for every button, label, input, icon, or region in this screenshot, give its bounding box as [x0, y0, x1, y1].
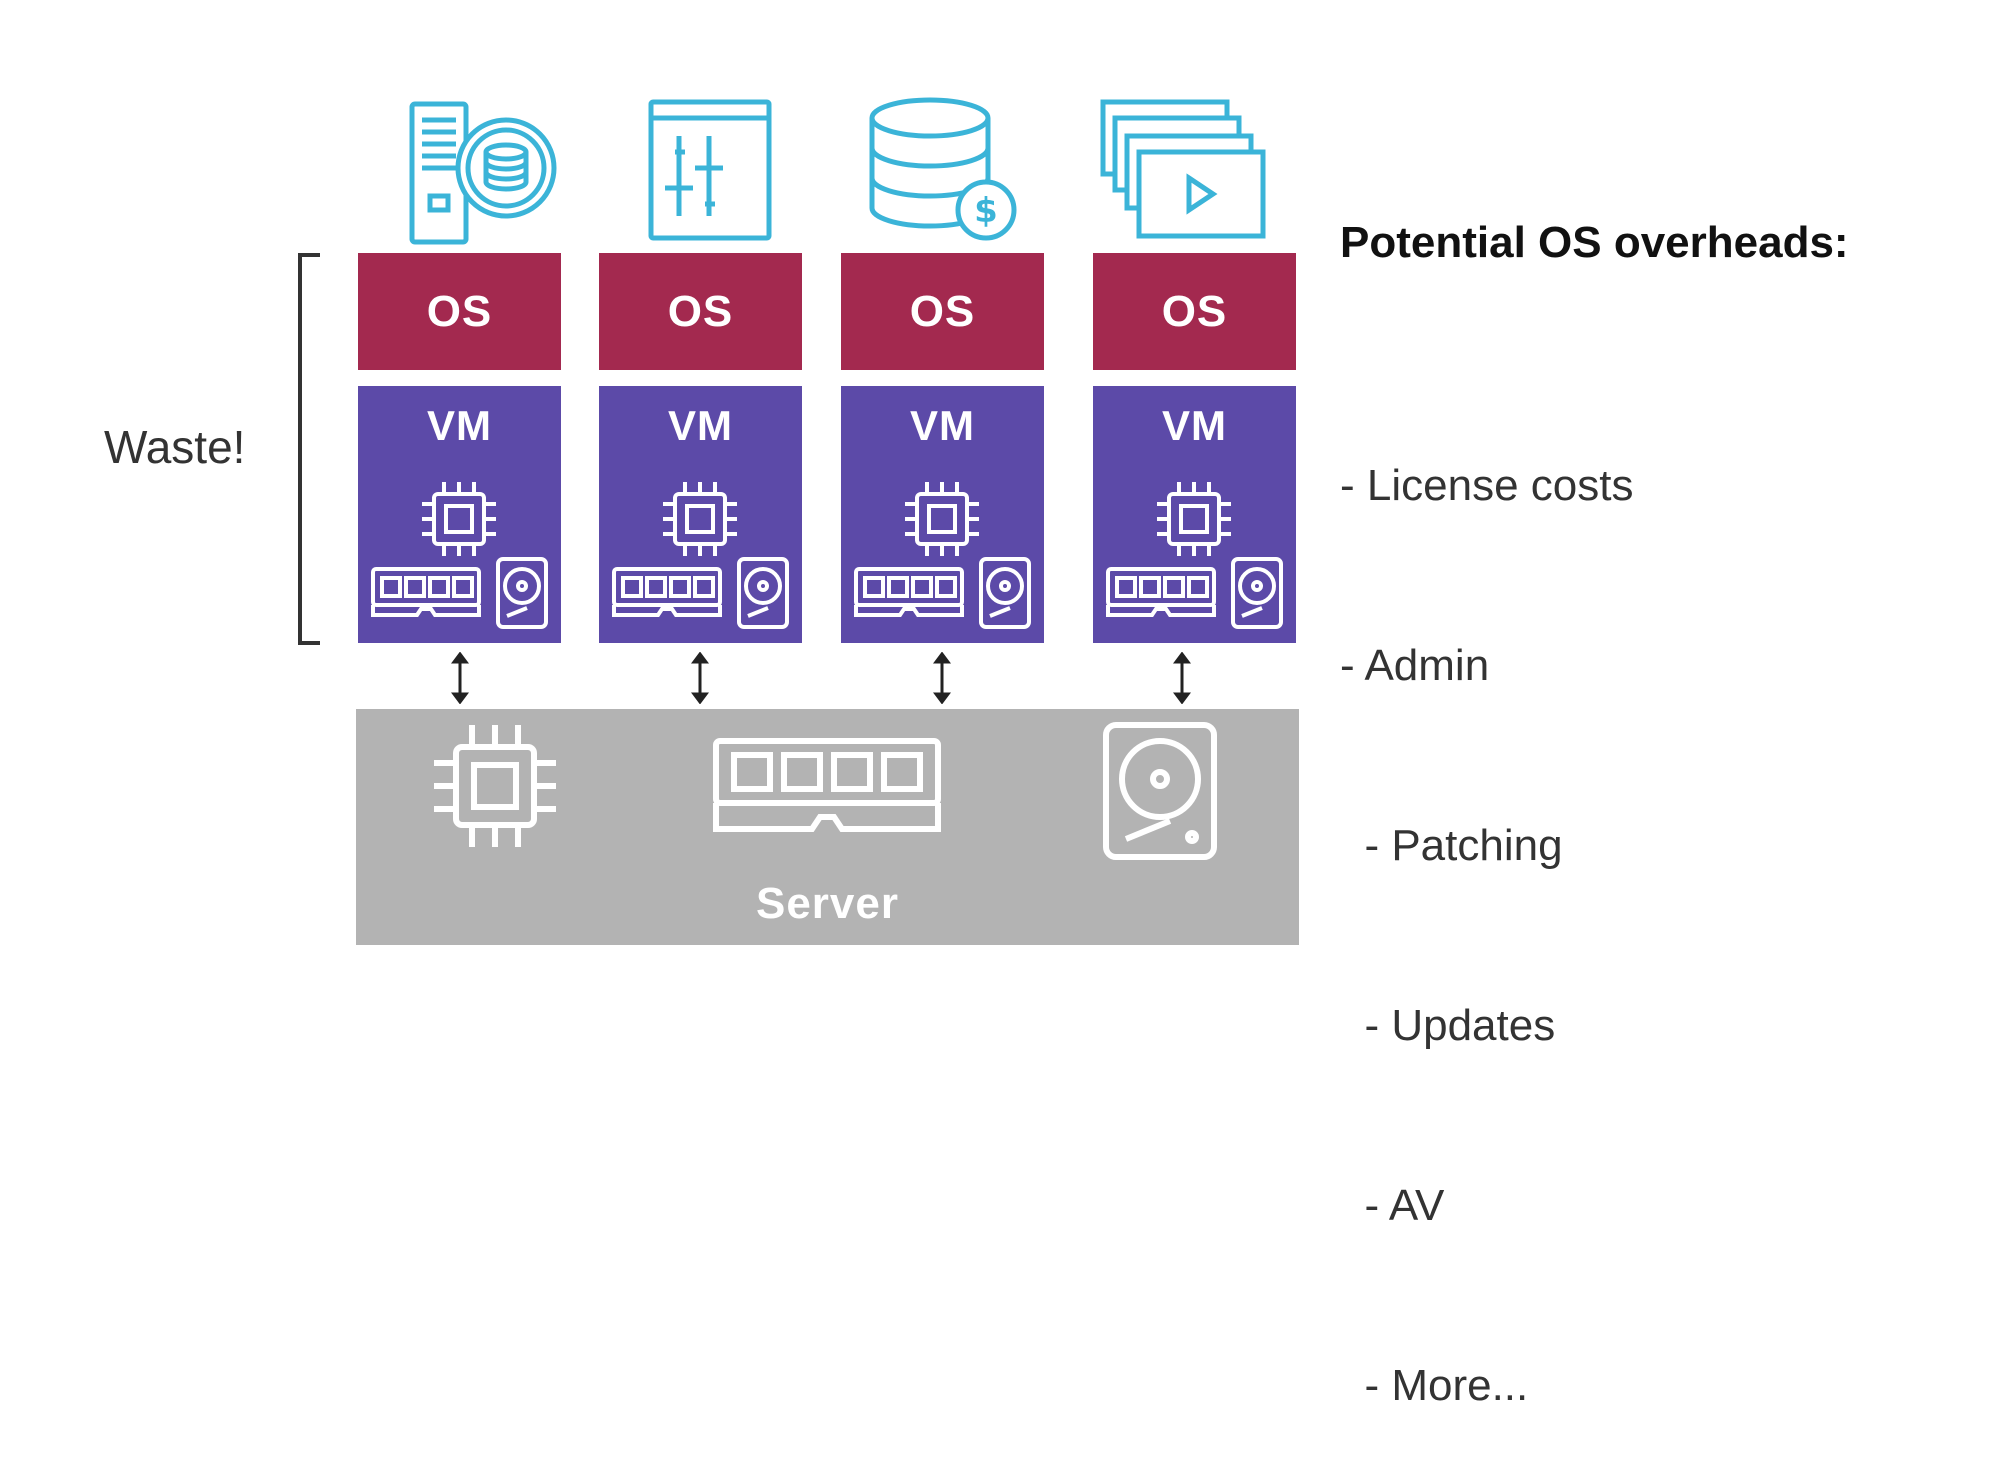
vm-box: VM — [599, 386, 802, 643]
ram-icon — [1106, 567, 1216, 617]
double-arrow-icon — [451, 652, 469, 704]
cpu-icon — [905, 482, 979, 556]
hard-drive-icon — [979, 557, 1031, 629]
ram-icon — [713, 738, 941, 832]
server-box: Server — [356, 709, 1299, 945]
overheads-list: - License costs - Admin - Patching - Upd… — [1340, 336, 1633, 1476]
list-item: - Patching — [1340, 821, 1563, 870]
server-label: Server — [755, 879, 899, 928]
hard-drive-icon — [1231, 557, 1283, 629]
hard-drive-icon — [496, 557, 548, 629]
panel-title: Potential OS overheads: — [1340, 218, 1849, 267]
ram-icon — [854, 567, 964, 617]
list-item: - Admin — [1340, 641, 1490, 690]
vm-label: VM — [1162, 402, 1227, 449]
cpu-icon — [663, 482, 737, 556]
cpu-icon — [422, 482, 496, 556]
os-box: OS — [1093, 253, 1296, 370]
double-arrow-icon — [691, 652, 709, 704]
document-chart-icon — [645, 96, 775, 244]
ram-icon — [612, 567, 722, 617]
vm-label: VM — [668, 402, 733, 449]
cpu-icon — [434, 725, 556, 847]
server-database-icon — [404, 96, 564, 246]
os-box: OS — [358, 253, 561, 370]
ram-icon — [371, 567, 481, 617]
vm-box: VM — [841, 386, 1044, 643]
list-item: - Updates — [1340, 1001, 1556, 1050]
waste-label: Waste! — [104, 421, 246, 473]
bracket — [298, 253, 320, 645]
database-dollar-icon: $ — [866, 96, 1026, 246]
svg-text:$: $ — [974, 191, 998, 231]
os-box: OS — [599, 253, 802, 370]
list-item: - More... — [1340, 1361, 1529, 1410]
vm-label: VM — [427, 402, 492, 449]
list-item: - AV — [1340, 1181, 1445, 1230]
os-box: OS — [841, 253, 1044, 370]
double-arrow-icon — [933, 652, 951, 704]
hard-drive-icon — [1103, 722, 1217, 860]
double-arrow-icon — [1173, 652, 1191, 704]
vm-box: VM — [1093, 386, 1296, 643]
vm-box: VM — [358, 386, 561, 643]
hard-drive-icon — [737, 557, 789, 629]
cpu-icon — [1157, 482, 1231, 556]
vm-label: VM — [910, 402, 975, 449]
video-stack-icon — [1097, 96, 1267, 244]
list-item: - License costs — [1340, 461, 1634, 510]
